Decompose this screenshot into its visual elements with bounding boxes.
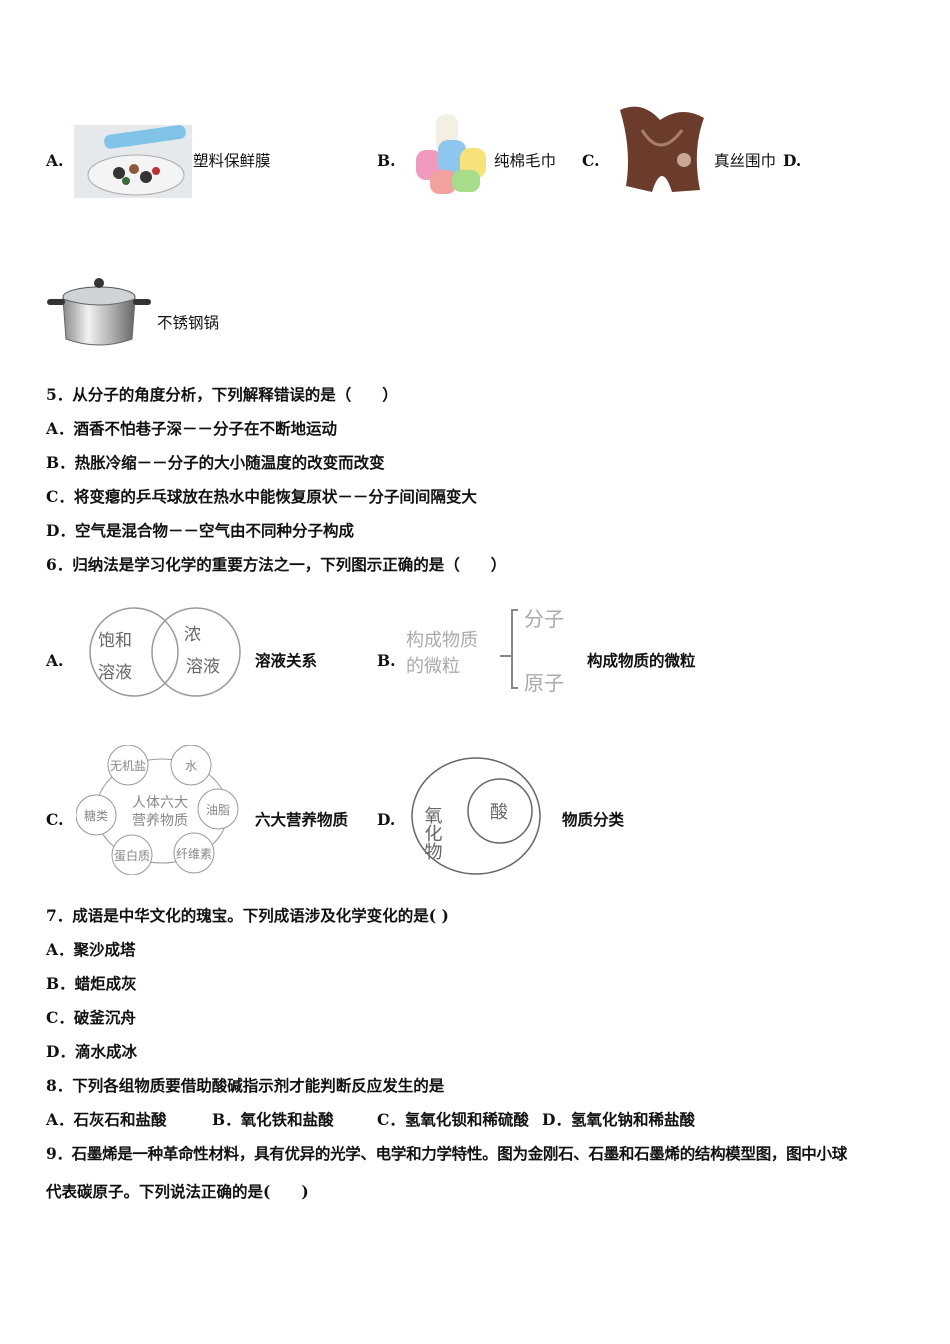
q6-option-b-letter: B.: [377, 651, 396, 670]
solution-venn-diagram: 饱和 溶液 浓 溶液: [89, 607, 241, 697]
q7-option-d: D．滴水成冰: [46, 1042, 137, 1061]
q4-option-a-letter: A.: [46, 151, 64, 170]
q7-stem: 7．成语是中华文化的瑰宝。下列成语涉及化学变化的是( ): [46, 906, 449, 925]
outer-label-text: 氧化物: [422, 806, 443, 860]
q6-option-a-letter: A.: [46, 651, 64, 670]
center-line1: 人体六大: [132, 795, 188, 811]
bracket-root-line1: 构成物质: [406, 630, 478, 651]
q9-stem-line2: 代表碳原子。下列说法正确的是( ): [46, 1182, 309, 1201]
center-line2: 营养物质: [132, 813, 188, 829]
q4-option-d-label: 不锈钢锅: [157, 314, 220, 332]
q7-option-c: C．破釜沉舟: [46, 1008, 136, 1027]
node-inorganic-salt: 无机盐: [110, 759, 146, 773]
q4-option-b-letter: B.: [377, 151, 396, 170]
q7-option-a: A．聚沙成塔: [46, 940, 136, 959]
q6-option-c-letter: C.: [46, 810, 64, 829]
cotton-towels-image: [416, 114, 486, 194]
stainless-pot-image: [47, 278, 151, 346]
venn-right-line2: 溶液: [186, 657, 220, 677]
q8-stem: 8．下列各组物质要借助酸碱指示剂才能判断反应发生的是: [46, 1076, 445, 1095]
node-fiber: 纤维素: [176, 847, 212, 861]
q4-option-d-letter: D.: [783, 151, 802, 170]
q5-option-b: B．热胀冷缩－－分子的大小随温度的改变而改变: [46, 453, 385, 472]
bracket-root-line2: 的微粒: [406, 656, 460, 677]
bracket-branch-2: 原子: [524, 671, 564, 695]
particle-bracket-diagram: 构成物质 的微粒 分子 原子: [406, 607, 564, 695]
q6-stem: 6．归纳法是学习化学的重要方法之一，下列图示正确的是（ ）: [46, 555, 507, 574]
bracket-branch-1: 分子: [524, 607, 564, 631]
q8-option-c: C．氢氧化钡和稀硫酸: [377, 1110, 529, 1129]
q6-option-d-caption: 物质分类: [562, 810, 625, 829]
venn-left-line1: 饱和: [98, 631, 132, 651]
outer-label-oxide: 氧化物: [422, 806, 443, 860]
q5-option-c: C．将变瘪的乒乓球放在热水中能恢复原状－－分子间间隔变大: [46, 487, 477, 506]
node-fat: 油脂: [206, 802, 230, 817]
q6-option-d-letter: D.: [377, 810, 396, 829]
node-protein: 蛋白质: [114, 848, 150, 863]
q6-option-b-caption: 构成物质的微粒: [587, 651, 696, 670]
q4-option-b-label: 纯棉毛巾: [494, 152, 557, 170]
q4-option-a-label: 塑料保鲜膜: [193, 152, 271, 170]
q9-stem-line1: 9．石墨烯是一种革命性材料，具有优异的光学、电学和力学特性。图为金刚石、石墨和石…: [46, 1144, 847, 1163]
q6-option-c-caption: 六大营养物质: [255, 810, 349, 829]
q4-option-c-letter: C.: [582, 151, 600, 170]
q8-option-b: B．氧化铁和盐酸: [212, 1110, 334, 1129]
q6-option-a-caption: 溶液关系: [255, 651, 318, 670]
nutrients-diagram: 无机盐 水 油脂 纤维素 蛋白质 糖类 人体六大 营养物质: [76, 745, 239, 875]
silk-scarf-image: [620, 106, 704, 192]
venn-right-line1: 浓: [184, 625, 201, 645]
q4-option-c-label: 真丝围巾: [714, 152, 777, 170]
venn-left-line2: 溶液: [98, 663, 132, 683]
classification-diagram: 氧化物 酸: [411, 757, 541, 875]
inner-label-acid: 酸: [490, 802, 508, 823]
q5-stem: 5．从分子的角度分析，下列解释错误的是（ ）: [46, 385, 398, 404]
q7-option-b: B．蜡炬成灰: [46, 974, 137, 993]
q8-option-a: A．石灰石和盐酸: [46, 1110, 167, 1129]
node-water: 水: [185, 759, 197, 773]
q8-option-d: D．氢氧化钠和稀盐酸: [542, 1110, 695, 1129]
node-sugar: 糖类: [84, 808, 108, 823]
q5-option-d: D．空气是混合物－－空气由不同种分子构成: [46, 521, 354, 540]
q5-option-a: A．酒香不怕巷子深－－分子在不断地运动: [46, 419, 338, 438]
plastic-wrap-image: [74, 125, 192, 198]
